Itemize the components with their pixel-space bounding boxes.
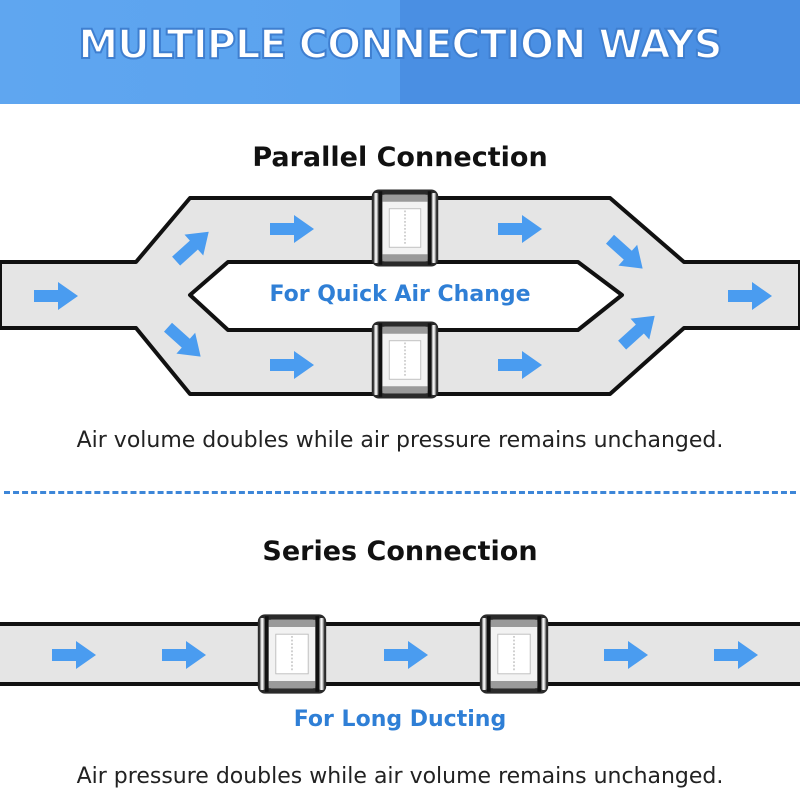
parallel-purpose-label: For Quick Air Change (269, 282, 531, 307)
parallel-caption: Air volume doubles while air pressure re… (76, 428, 724, 453)
inline-duct-fan-icon (257, 613, 327, 695)
section-divider (4, 491, 796, 494)
inline-duct-fan-icon (371, 321, 439, 399)
series-caption: Air pressure doubles while air volume re… (76, 764, 724, 789)
parallel-heading: Parallel Connection (252, 142, 548, 173)
inline-duct-fan-icon (371, 189, 439, 267)
page-title: MULTIPLE CONNECTION WAYS (77, 21, 723, 69)
series-heading: Series Connection (262, 536, 538, 567)
series-purpose-label: For Long Ducting (293, 707, 507, 732)
inline-duct-fan-icon (479, 613, 549, 695)
header-banner: MULTIPLE CONNECTION WAYS (0, 0, 800, 104)
